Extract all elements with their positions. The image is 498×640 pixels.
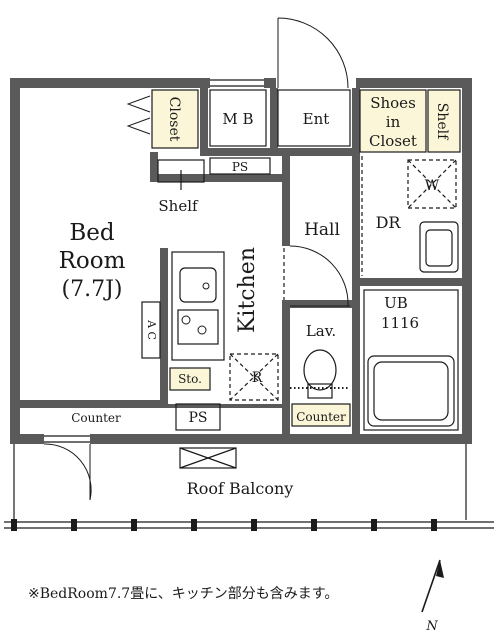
ub-label-line1: UB [384, 294, 408, 312]
ps-bottom-label: PS [188, 410, 207, 426]
unit-bath [363, 289, 459, 431]
ps-top-label: PS [232, 160, 248, 174]
counter-left-label: Counter [71, 411, 121, 425]
dr-label: DR [376, 213, 402, 232]
toilet [290, 349, 350, 399]
refrigerator-space [229, 353, 279, 401]
ac-unit [141, 301, 161, 359]
wall-openings [44, 76, 356, 446]
shelf-right-label: Shelf [434, 103, 450, 141]
rail-post [71, 519, 77, 531]
closet-doors [126, 95, 151, 135]
ent-box [277, 89, 351, 147]
ent-label: Ent [303, 110, 330, 128]
shelf-left-label: Shelf [158, 197, 199, 215]
shoes-label-line1: Shoes [370, 94, 416, 112]
counter-right-label: Counter [296, 410, 346, 424]
closet-label: Closet [166, 97, 182, 142]
north-arrow-icon [436, 560, 444, 578]
bedroom-size: (7.7J) [62, 277, 123, 302]
compass-label: N [425, 619, 438, 634]
w-label: W [425, 178, 440, 194]
lav-label: Lav. [306, 322, 336, 340]
r-label: R [252, 370, 263, 386]
hall-door [289, 245, 350, 307]
sto-label: Sto. [178, 372, 202, 386]
ps-top-box [209, 157, 271, 175]
mb-label: M B [222, 110, 253, 128]
ac-label: A C [145, 319, 158, 340]
room-labels: Bed Room (7.7J) Closet M B Ent Shoes in … [59, 94, 450, 498]
mb-box [209, 89, 267, 147]
ub-label-line2: 1116 [381, 314, 419, 332]
entrance-door [277, 17, 349, 89]
rail-post [11, 519, 17, 531]
kitchen-counter [171, 251, 225, 361]
rail-post [311, 519, 317, 531]
shoes-label-line3: Closet [369, 132, 417, 150]
sto-box [169, 367, 211, 391]
compass-needle [421, 559, 441, 613]
balcony-door [43, 443, 92, 501]
kitchen-label: Kitchen [235, 247, 260, 333]
ps-bottom-box [175, 403, 221, 431]
rail-post [191, 519, 197, 531]
interior-walls [20, 88, 462, 434]
balcony-rail-posts [11, 519, 437, 531]
roof-balcony-label: Roof Balcony [187, 479, 294, 498]
rail-post [431, 519, 437, 531]
counter-right-box [291, 403, 351, 427]
rail-post [131, 519, 137, 531]
roof-balcony-area [4, 444, 494, 529]
shoes-in-closet [359, 89, 427, 153]
rail-post [251, 519, 257, 531]
shelf-right [427, 89, 461, 153]
dr-sink [419, 221, 459, 273]
rail-post [371, 519, 377, 531]
bedroom-label-line2: Room [59, 248, 126, 274]
closet-left [151, 89, 199, 149]
bedroom-label-line1: Bed [69, 220, 115, 246]
footnote: ※BedRoom7.7畳に、キッチン部分も含みます。 [28, 586, 338, 602]
shoes-label-line2: in [386, 113, 401, 131]
hall-label: Hall [304, 220, 340, 240]
compass: N [421, 559, 444, 634]
washer-space [407, 159, 457, 209]
